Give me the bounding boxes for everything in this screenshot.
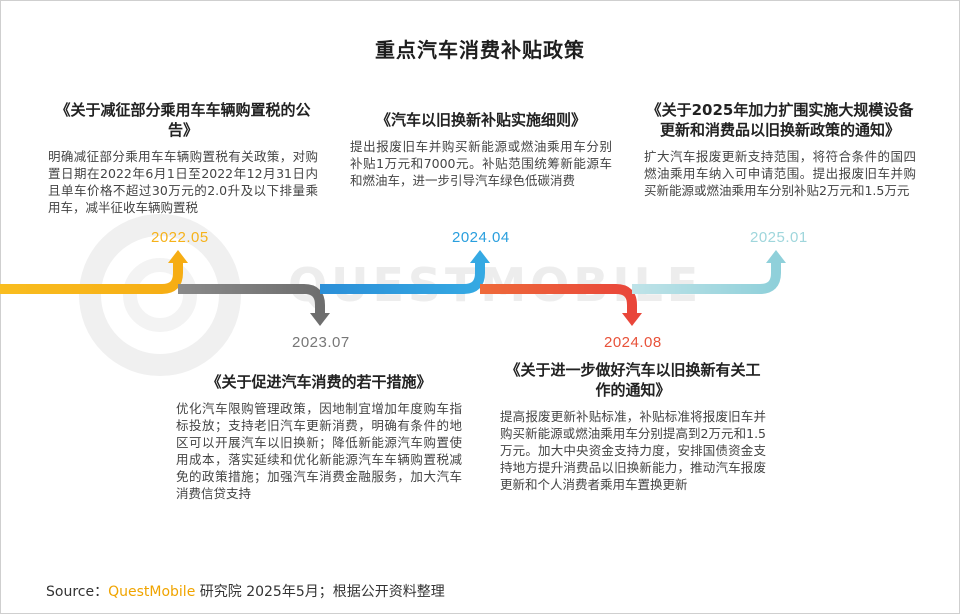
policy-body: 优化汽车限购管理政策，因地制宜增加年度购车指标投放；支持老旧汽车更新消费，明确有… [176,401,462,501]
policy-card-2024-08: 《关于进一步做好汽车以旧换新有关工作的通知》 提高报废更新补贴标准，补贴标准将报… [500,360,766,493]
policy-body: 明确减征部分乘用车车辆购置税有关政策，对购置日期在2022年6月1日至2022年… [48,149,318,215]
policy-card-2023-07: 《关于促进汽车消费的若干措施》 优化汽车限购管理政策，因地制宜增加年度购车指标投… [176,372,462,502]
date-2022-05: 2022.05 [151,229,209,246]
timeline-segment-2024-08 [480,284,637,314]
policy-body: 提出报废旧车并购买新能源或燃油乘用车分别补贴1万元和7000元。补贴范围统筹新能… [350,139,612,188]
timeline-segment-2024-04 [320,262,485,294]
date-2023-07: 2023.07 [292,334,350,351]
policy-card-2022-05: 《关于减征部分乘用车车辆购置税的公告》 明确减征部分乘用车车辆购置税有关政策，对… [48,100,318,216]
source-brand: QuestMobile [108,584,196,600]
arrow-up-2024-04 [470,250,490,263]
date-2024-04: 2024.04 [452,229,510,246]
policy-card-2024-04: 《汽车以旧换新补贴实施细则》 提出报废旧车并购买新能源或燃油乘用车分别补贴1万元… [350,110,612,189]
arrow-down-2023-07 [310,313,330,326]
policy-title: 《关于减征部分乘用车车辆购置税的公告》 [55,101,311,139]
timeline-segment-2023-07 [178,284,325,314]
policy-body: 扩大汽车报废更新支持范围，将符合条件的国四燃油乘用车纳入可申请范围。提出报废旧车… [644,149,916,198]
timeline-segment-2025-01 [632,262,781,294]
policy-title: 《关于进一步做好汽车以旧换新有关工作的通知》 [505,361,761,399]
source-suffix: 研究院 2025年5月；根据公开资料整理 [195,584,445,600]
policy-title: 《关于促进汽车消费的若干措施》 [206,373,432,391]
watermark-logo-icon [79,214,241,376]
date-2024-08: 2024.08 [604,334,662,351]
source-note: Source：QuestMobile 研究院 2025年5月；根据公开资料整理 [46,581,445,601]
policy-card-2025-01: 《关于2025年加力扩围实施大规模设备更新和消费品以旧换新政策的通知》 扩大汽车… [644,100,916,199]
policy-body: 提高报废更新补贴标准，补贴标准将报废旧车并购买新能源或燃油乘用车分别提高到2万元… [500,409,766,492]
arrow-up-2022-05 [168,250,188,263]
arrow-down-2024-08 [622,313,642,326]
policy-title: 《关于2025年加力扩围实施大规模设备更新和消费品以旧换新政策的通知》 [646,101,914,139]
page-title: 重点汽车消费补贴政策 [375,38,585,62]
arrow-up-2025-01 [766,250,786,263]
timeline-segment-2022-05 [0,262,183,294]
source-prefix: Source： [46,584,109,600]
policy-title: 《汽车以旧换新补贴实施细则》 [375,111,586,129]
date-2025-01: 2025.01 [750,229,808,246]
